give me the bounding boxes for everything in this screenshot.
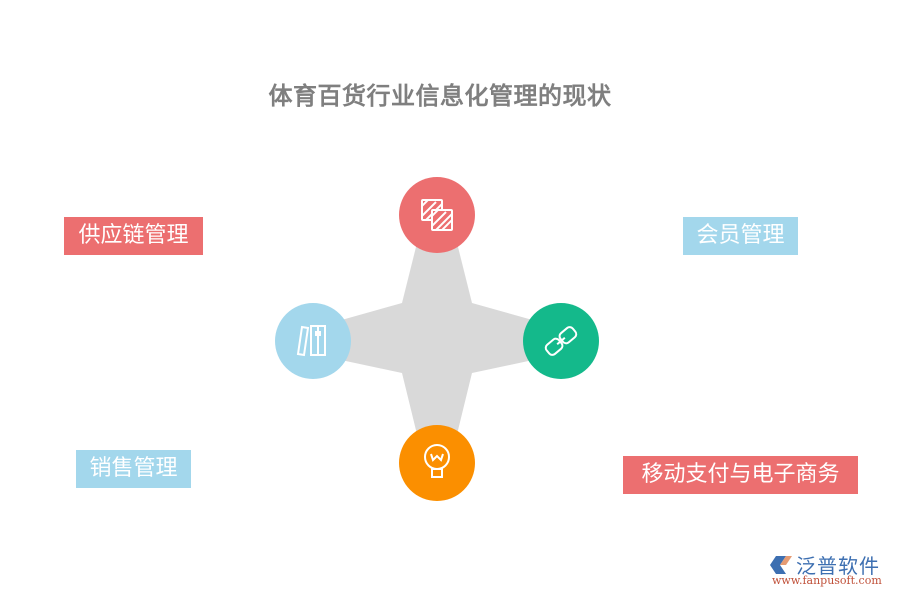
node-left xyxy=(275,303,351,379)
link-icon xyxy=(544,326,578,356)
brand-logo: 泛普软件 www.fanpusoft.com xyxy=(768,552,893,592)
hatched-squares-icon xyxy=(421,199,453,231)
node-bottom xyxy=(399,425,475,501)
star-connector xyxy=(313,215,561,463)
label-membership: 会员管理 xyxy=(683,217,798,255)
lightbulb-icon xyxy=(424,444,450,478)
logo-url: www.fanpusoft.com xyxy=(772,574,882,587)
node-right xyxy=(523,303,599,379)
label-mobile-payment: 移动支付与电子商务 xyxy=(623,456,858,494)
logo-name: 泛普软件 xyxy=(796,554,880,578)
node-top xyxy=(399,177,475,253)
label-sales: 销售管理 xyxy=(76,450,191,488)
fanpu-logo-icon xyxy=(770,556,792,574)
page-title: 体育百货行业信息化管理的现状 xyxy=(268,81,612,110)
books-icon xyxy=(296,325,326,357)
label-supply-chain: 供应链管理 xyxy=(64,217,203,255)
